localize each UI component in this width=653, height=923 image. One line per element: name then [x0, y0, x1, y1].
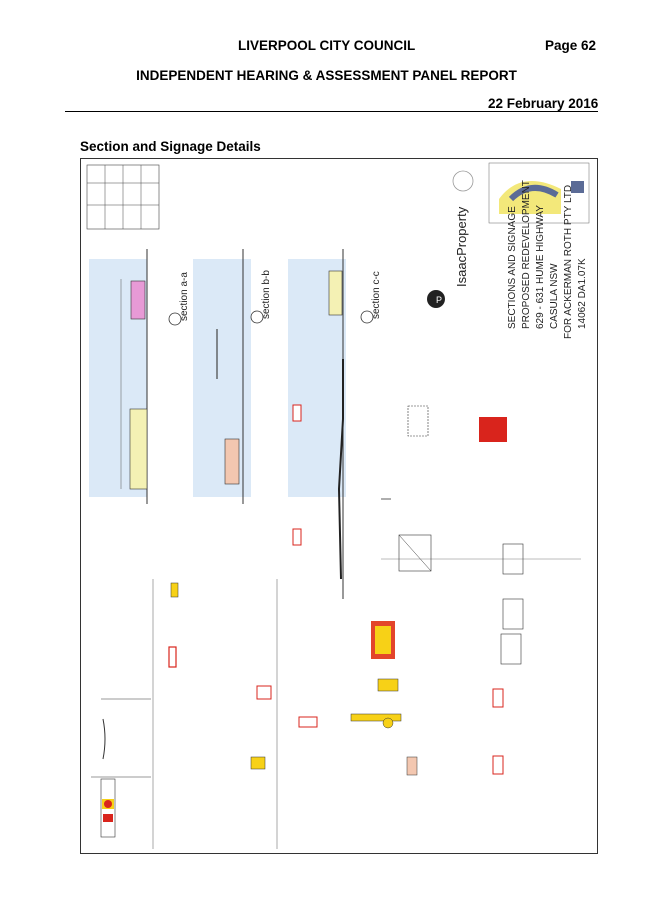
- drawing-title-line-2: PROPOSED REDEVELOPMENT: [521, 180, 532, 329]
- company-logo-text: IsaacProperty: [454, 206, 469, 287]
- drawing-number: 14062 DA1.07K: [577, 258, 588, 329]
- report-title: INDEPENDENT HEARING & ASSESSMENT PANEL R…: [136, 68, 517, 83]
- drawing-canvas: P: [86, 162, 590, 849]
- svg-text:P: P: [436, 295, 442, 305]
- title-block: P: [427, 162, 590, 308]
- section-a-label: section a-a: [179, 272, 190, 321]
- section-b-b: [193, 249, 264, 504]
- drawing-title-line-4: CASULA NSW: [549, 263, 560, 329]
- drawing-title-line-3: 629 - 631 HUME HIGHWAY: [535, 205, 546, 329]
- section-b-label: section b-b: [261, 270, 272, 319]
- section-c-label: section c-c: [371, 271, 382, 319]
- drawing-title-line-1: SECTIONS AND SIGNAGE: [507, 206, 518, 329]
- header-divider: [65, 111, 598, 112]
- page-number: Page 62: [545, 38, 597, 53]
- section-title: Section and Signage Details: [80, 139, 261, 154]
- section-c-c: [288, 249, 374, 599]
- report-date: 22 February 2016: [488, 96, 599, 111]
- signage-elevations: [91, 404, 581, 849]
- section-a-a: [89, 249, 182, 504]
- architectural-drawing-sheet: P IsaacProperty SECTIONS AND SIGNAGE PRO…: [80, 158, 598, 854]
- notes-table: [86, 164, 160, 230]
- drawing-title-line-5: FOR ACKERMAN ROTH PTY LTD: [563, 184, 574, 339]
- council-name: LIVERPOOL CITY COUNCIL: [238, 38, 416, 53]
